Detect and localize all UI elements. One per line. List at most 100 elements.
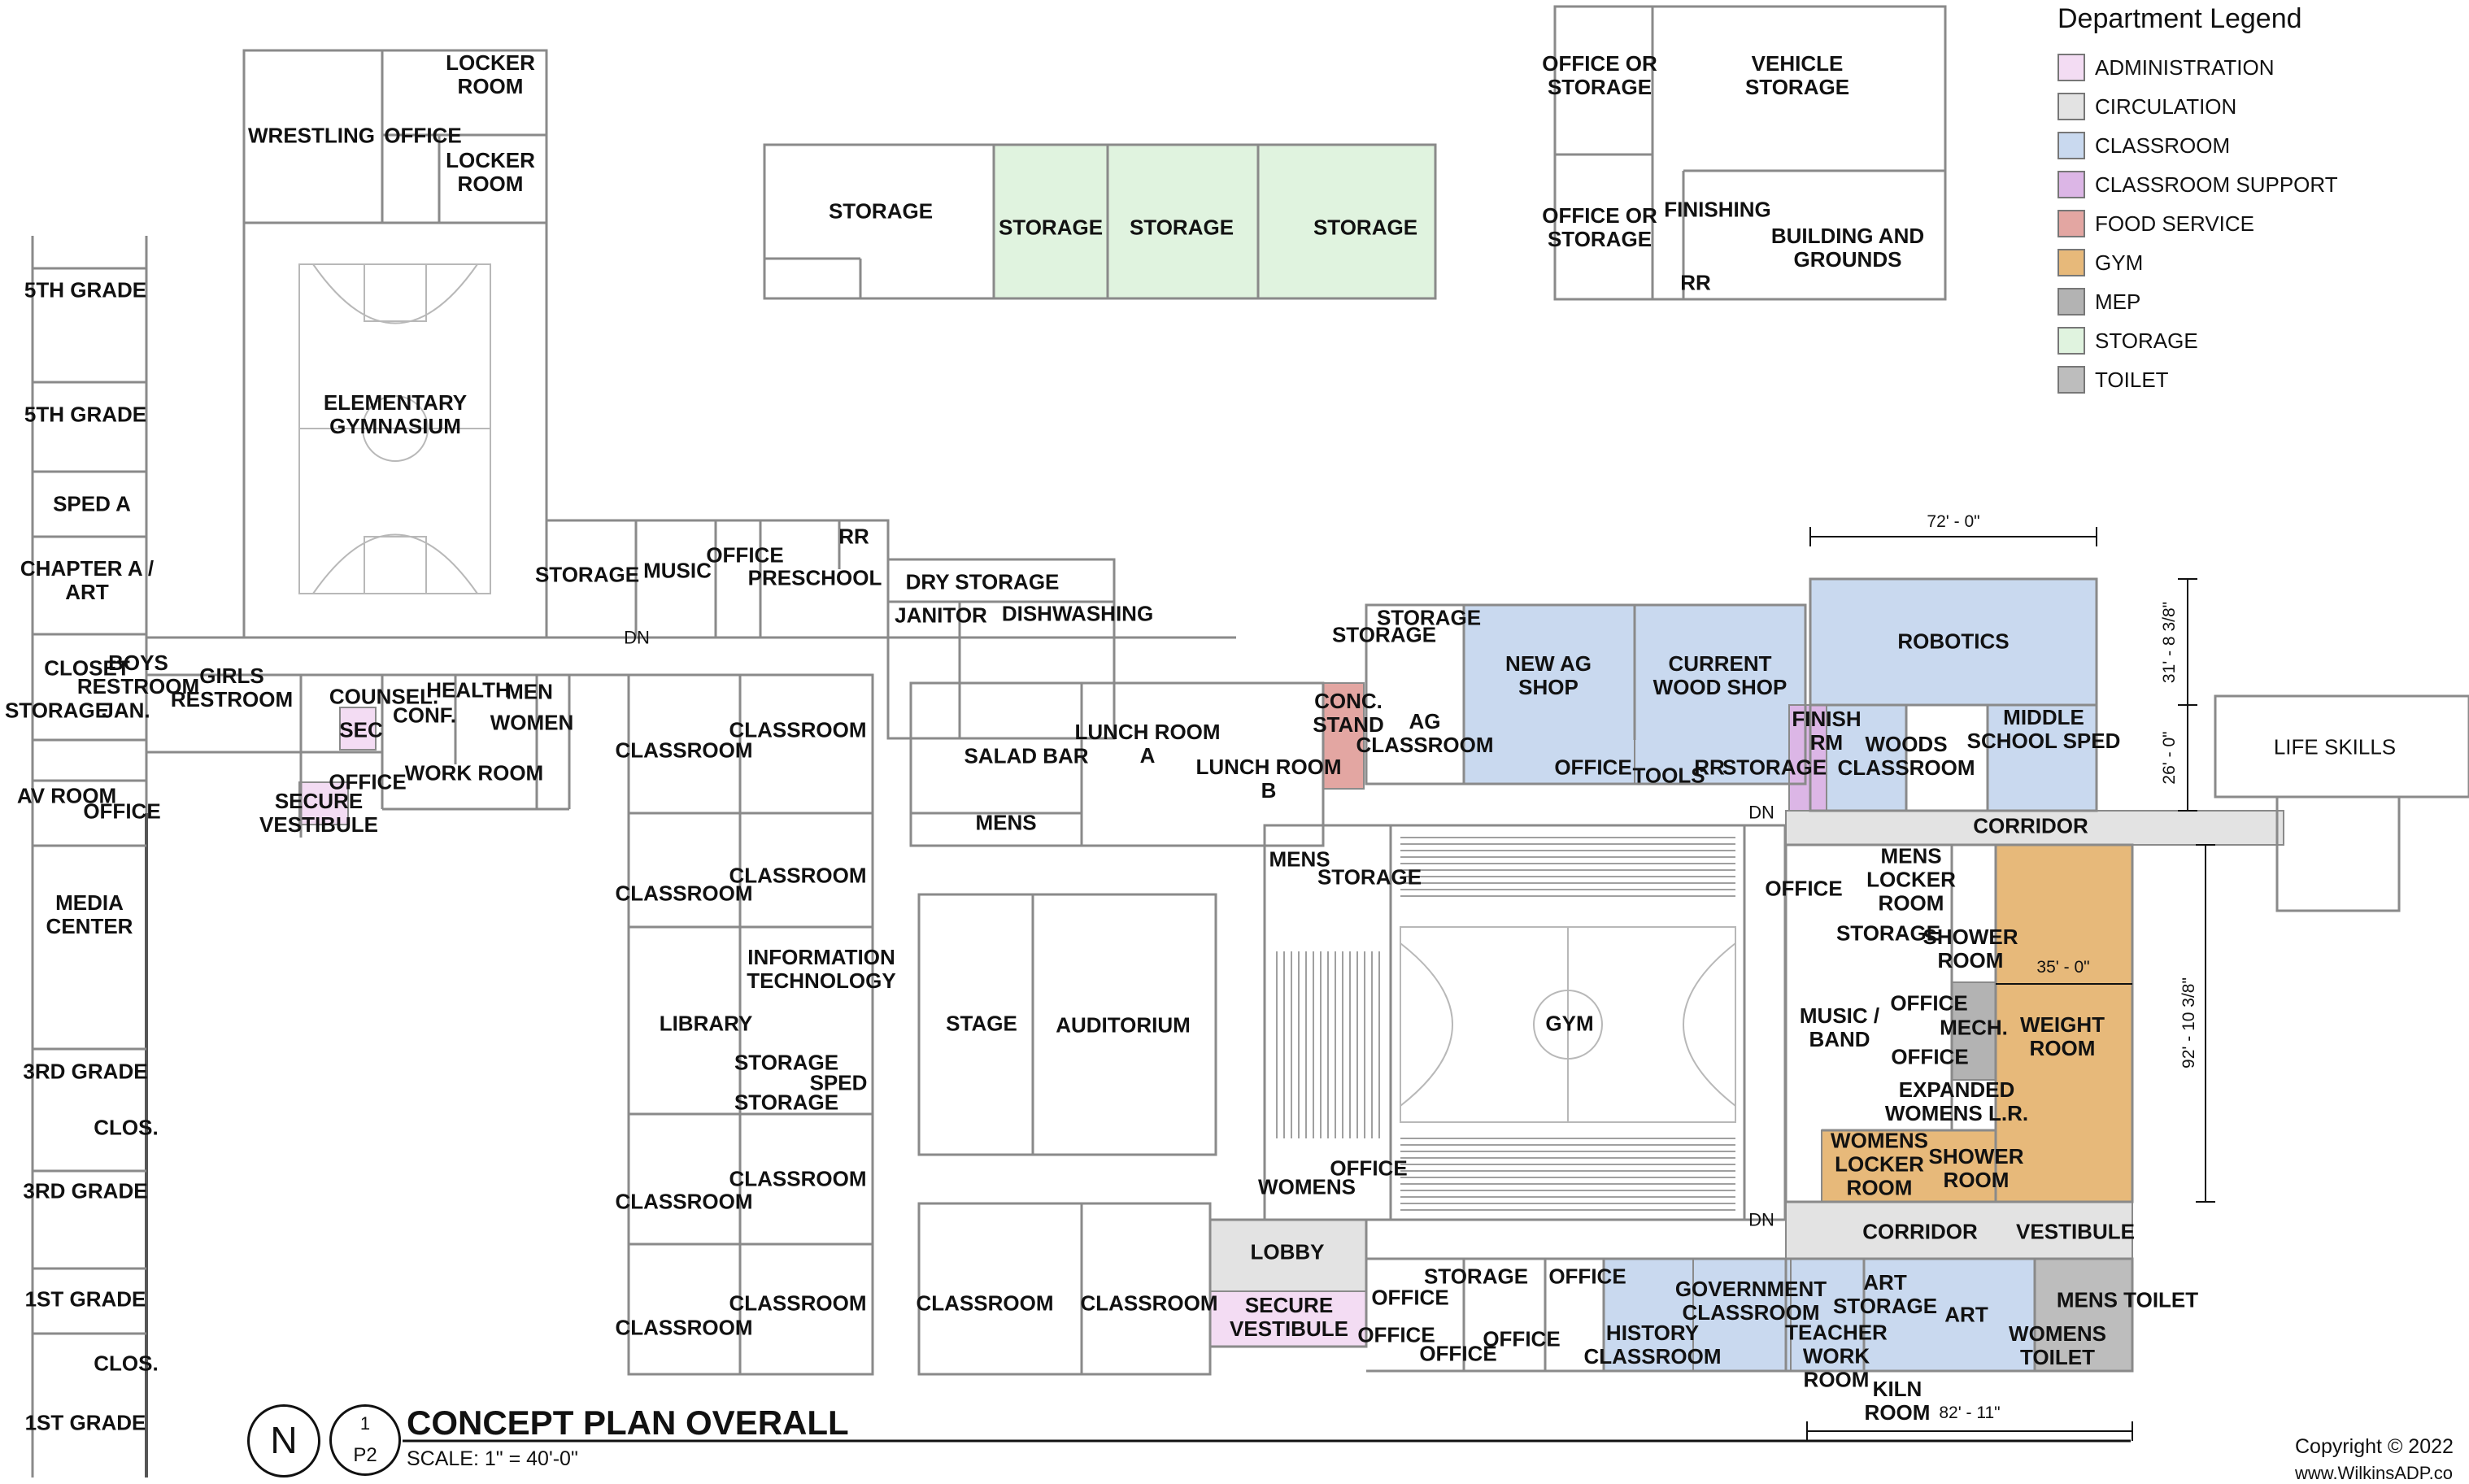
website: www.WilkinsADP.co — [2295, 1463, 2453, 1483]
wall-se-block — [1784, 1257, 2134, 1373]
room-label: EXPANDED WOMENS L.R. — [1884, 1077, 2029, 1125]
room-label: TOOLS — [1632, 763, 1705, 788]
room-label: SECURE VESTIBULE — [1230, 1293, 1348, 1341]
room-label: SECURE VESTIBULE — [259, 789, 378, 837]
room-label: LUNCH ROOM B — [1195, 755, 1342, 803]
room-label: INFORMATION TECHNOLOGY — [747, 945, 896, 993]
room-label: AG CLASSROOM — [1356, 709, 1494, 757]
room-label: BUILDING AND GROUNDS — [1770, 224, 1925, 272]
north-arrow-icon: N — [247, 1404, 320, 1477]
room-label: STORAGE — [534, 562, 640, 587]
fill-secure-vestibule-w — [298, 781, 349, 825]
room-label: AUDITORIUM — [1056, 1012, 1191, 1038]
drawing-number-bubble: 1 P2 — [329, 1404, 401, 1476]
wall-auditorium — [917, 893, 1217, 1156]
title-block: CONCEPT PLAN OVERALL SCALE: 1" = 40'-0" — [244, 1399, 2033, 1477]
wall-life-skills-annex — [2275, 795, 2401, 912]
room-label: STORAGE — [828, 198, 934, 224]
room-label: JANITOR — [895, 603, 987, 628]
room-label: OFFICE — [1548, 1264, 1626, 1289]
room-label: MENS — [1269, 846, 1330, 872]
legend-label: CLASSROOM — [2095, 133, 2231, 158]
room-label: BOYS RESTROOM — [76, 651, 200, 698]
room-label: WOMENS LOCKER ROOM — [1831, 1128, 1928, 1200]
legend-swatch — [2058, 327, 2085, 355]
room-label: ART — [1944, 1302, 1988, 1327]
room-label: WRESTLING — [248, 123, 375, 148]
room-label: CLASSROOM — [615, 1189, 753, 1214]
room-label: CLASSROOM — [729, 717, 867, 742]
room-label: CHAPTER A / ART — [20, 556, 155, 604]
legend-label: TOILET — [2095, 368, 2169, 392]
room-label: MENS LOCKER ROOM — [1866, 843, 1956, 916]
wall-storage-building — [763, 143, 1437, 300]
legend-label: CLASSROOM SUPPORT — [2095, 172, 2338, 197]
room-label: CLASSROOM — [916, 1290, 1054, 1316]
legend-label: GYM — [2095, 250, 2144, 275]
room-label: CLASSROOM — [1080, 1290, 1218, 1316]
room-label: LUNCH ROOM A — [1074, 720, 1221, 768]
room-label: 3RD GRADE — [23, 1178, 148, 1203]
room-label: COUNSEL. — [329, 684, 439, 709]
room-label: DN — [1748, 1209, 1774, 1230]
room-label: RR — [1680, 270, 1711, 295]
wall-locker-area — [1784, 843, 2134, 1203]
sheet-number: P2 — [353, 1444, 377, 1466]
legend-item: CIRCULATION — [2058, 91, 2440, 124]
room-label: OFFICE — [1330, 1155, 1408, 1181]
fill-wood-shop — [1634, 604, 1806, 785]
room-label: CURRENT WOOD SHOP — [1653, 651, 1788, 699]
wall-woods — [1809, 703, 2098, 812]
room-label: CLOSET — [44, 655, 130, 681]
room-label: OFFICE OR STORAGE — [1542, 203, 1657, 251]
room-label: MEDIA CENTER — [46, 890, 133, 938]
legend-item: CLASSROOM — [2058, 130, 2440, 163]
room-label: 1ST GRADE — [24, 1410, 146, 1435]
room-label: AV ROOM — [16, 783, 117, 808]
fill-corridor-south — [1785, 1201, 2133, 1260]
room-label: 1ST GRADE — [24, 1286, 146, 1312]
room-label: OFFICE — [329, 769, 407, 794]
copyright: Copyright © 2022 — [2295, 1435, 2454, 1458]
room-label: DN — [624, 627, 650, 648]
room-label: LOCKER ROOM — [446, 148, 535, 196]
room-label: OFFICE — [1765, 876, 1843, 901]
room-label: STORAGE — [1313, 215, 1418, 240]
room-label: SHOWER ROOM — [1923, 925, 2018, 973]
room-label: OFFICE — [1891, 1044, 1969, 1069]
room-label: STORAGE — [734, 1050, 839, 1075]
fill-government — [1692, 1258, 1792, 1372]
room-label: OFFICE — [384, 123, 462, 148]
room-label: CLOS. — [94, 1351, 159, 1376]
room-label: 5TH GRADE — [24, 402, 147, 427]
room-label: OFFICE — [1890, 990, 1968, 1016]
fill-robotics — [1809, 578, 2097, 706]
fill-weight-room — [1995, 844, 2133, 1203]
room-label: OFFICE OR STORAGE — [1542, 51, 1657, 99]
room-label: WOMENS TOILET — [2009, 1321, 2106, 1369]
legend-label: STORAGE — [2095, 329, 2198, 353]
legend-swatch — [2058, 93, 2085, 120]
dimension-label: 92' - 10 3/8" — [2179, 977, 2198, 1068]
room-label: OFFICE — [1419, 1341, 1497, 1366]
room-label: ART STORAGE — [1832, 1270, 1938, 1318]
room-label: MEN — [506, 679, 553, 704]
room-label: ELEMENTARY GYMNASIUM — [323, 390, 468, 438]
room-label: WORK ROOM — [404, 760, 544, 786]
dimension-label: 31' - 8 3/8" — [2160, 601, 2179, 684]
room-label: KILN ROOM — [1864, 1377, 1931, 1425]
legend-item: ADMINISTRATION — [2058, 52, 2440, 85]
legend-swatch — [2058, 54, 2085, 81]
room-label: SALAD BAR — [964, 743, 1089, 768]
room-label: CLASSROOM — [729, 863, 867, 888]
room-label: MUSIC / BAND — [1799, 1003, 1880, 1051]
fill-sec — [339, 707, 377, 751]
room-label: CLASSROOM — [729, 1290, 867, 1316]
room-label: HEALTH — [426, 677, 511, 703]
legend-item: TOILET — [2058, 364, 2440, 397]
room-label: CORRIDOR — [1973, 813, 2088, 838]
room-label: GIRLS RESTROOM — [170, 664, 294, 712]
legend-swatch — [2058, 288, 2085, 316]
legend-item: GYM — [2058, 247, 2440, 280]
